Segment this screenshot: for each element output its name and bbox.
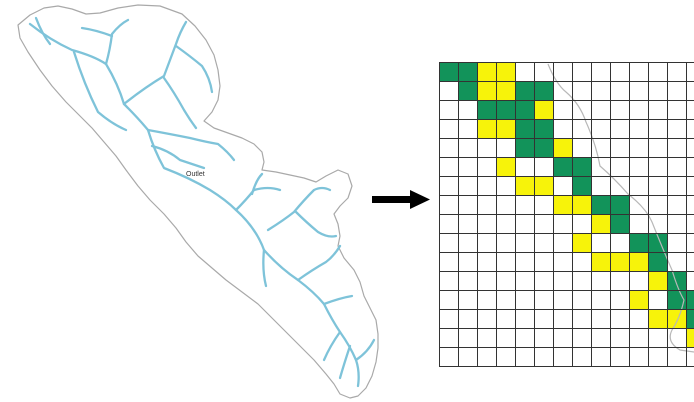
raster-cell-yellow	[477, 81, 496, 100]
raster-cell-yellow	[477, 62, 496, 81]
tributary	[34, 16, 52, 46]
tributary	[150, 144, 206, 170]
raster-cell-green	[515, 81, 534, 100]
raster-cell-yellow	[648, 309, 667, 328]
raster-grid	[439, 62, 694, 367]
raster-cell-green	[667, 271, 686, 290]
raster-cell-yellow	[496, 119, 515, 138]
raster-cell-green	[534, 119, 553, 138]
tributary	[262, 248, 268, 288]
tributary	[250, 172, 264, 196]
tributary	[322, 330, 342, 362]
raster-cell-yellow	[534, 100, 553, 119]
raster-cell-yellow	[572, 233, 591, 252]
watershed-boundary	[17, 4, 379, 399]
raster-cell-green	[458, 81, 477, 100]
raster-cell-green	[515, 119, 534, 138]
tributary	[296, 244, 342, 282]
raster-cell-green	[686, 290, 694, 309]
raster-cell-green	[458, 62, 477, 81]
tributary	[294, 210, 338, 238]
raster-cell-yellow	[686, 328, 694, 347]
raster-cell-green	[610, 195, 629, 214]
raster-cell-green	[572, 176, 591, 195]
raster-cell-yellow	[515, 176, 534, 195]
tributary	[266, 186, 332, 232]
raster-cell-yellow	[496, 81, 515, 100]
raster-cell-green	[629, 233, 648, 252]
tributary	[122, 20, 188, 106]
raster-cell-green	[534, 81, 553, 100]
raster-cell-yellow	[591, 214, 610, 233]
raster-gridlines	[439, 62, 694, 367]
raster-cell-yellow	[629, 252, 648, 271]
tributary	[72, 50, 128, 132]
raster-cell-green	[515, 138, 534, 157]
raster-cell-yellow	[648, 271, 667, 290]
raster-cell-yellow	[667, 309, 686, 328]
raster-cell-yellow	[534, 176, 553, 195]
tributary	[146, 128, 236, 162]
tributary	[174, 44, 214, 94]
right-arrow-icon	[372, 190, 430, 209]
raster-cell-yellow	[496, 157, 515, 176]
raster-cell-yellow	[496, 62, 515, 81]
raster-cell-yellow	[477, 119, 496, 138]
raster-cell-yellow	[629, 290, 648, 309]
raster-cell-yellow	[610, 252, 629, 271]
stream-trace	[547, 63, 694, 353]
raster-cell-green	[496, 100, 515, 119]
raster-cell-green	[477, 100, 496, 119]
station-label: Outlet	[186, 171, 205, 178]
raster-cell-yellow	[572, 195, 591, 214]
raster-cell-green	[610, 214, 629, 233]
raster-cell-green	[439, 62, 458, 81]
raster-cell-yellow	[591, 252, 610, 271]
tributary	[80, 26, 114, 38]
raster-cell-green	[591, 195, 610, 214]
stream-network	[28, 16, 376, 388]
raster-cell-green	[648, 252, 667, 271]
raster-cell-green	[572, 157, 591, 176]
tributary	[104, 18, 130, 66]
tributary	[354, 338, 376, 362]
raster-cell-green	[553, 157, 572, 176]
tributary	[162, 76, 198, 130]
raster-cell-yellow	[553, 195, 572, 214]
raster-cell-green	[534, 138, 553, 157]
main-stream	[28, 22, 360, 388]
raster-cell-green	[515, 100, 534, 119]
raster-cell-yellow	[553, 138, 572, 157]
tributary	[338, 344, 352, 380]
raster-cell-green	[686, 309, 694, 328]
tributary	[322, 294, 354, 306]
raster-cells	[439, 62, 694, 347]
watershed-map: Outlet	[17, 4, 379, 399]
